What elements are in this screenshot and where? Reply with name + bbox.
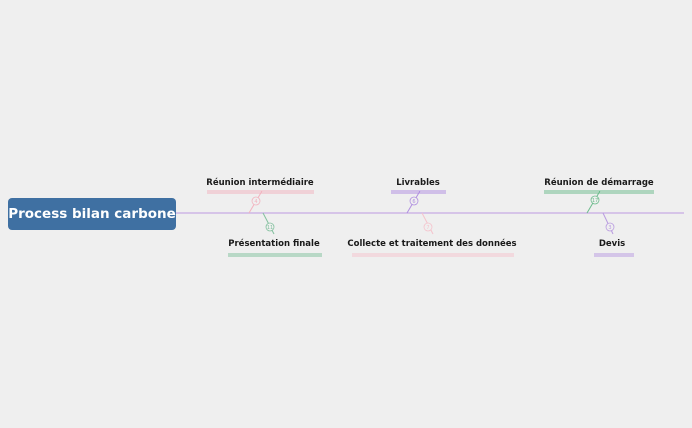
branch-topic-label[interactable]: Réunion de démarrage <box>544 177 654 188</box>
badge-circle <box>251 196 261 206</box>
badge-circle <box>409 196 419 206</box>
badge-count: 3 <box>608 225 611 231</box>
branch-topic-label[interactable]: Réunion intermédiaire <box>206 177 314 188</box>
badge-count: 7 <box>426 225 429 231</box>
badge-circle <box>423 222 433 232</box>
badge-count: 6 <box>412 199 415 205</box>
root-topic[interactable]: Process bilan carbone <box>8 198 176 230</box>
branch-topic-label[interactable]: Devis <box>599 239 625 249</box>
branch-topic-label[interactable]: Livrables <box>396 178 440 188</box>
badge-circle <box>590 195 600 205</box>
badge-count: 11 <box>267 225 273 231</box>
badge-circle <box>265 222 275 232</box>
badge-count: 4 <box>254 199 257 205</box>
branch-topic-label[interactable]: Collecte et traitement des données <box>347 238 516 249</box>
branch-topic-label[interactable]: Présentation finale <box>228 238 320 249</box>
badge-circle <box>605 222 615 232</box>
badge-count: 17 <box>592 198 598 204</box>
